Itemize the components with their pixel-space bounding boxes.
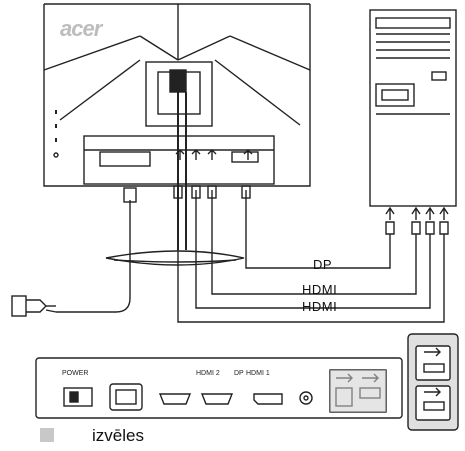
dp-port [253, 393, 283, 405]
cable-label-hdmi-2: HDMI [302, 299, 338, 314]
dp-cable [245, 190, 391, 269]
cables [173, 149, 449, 323]
port-label-hdmi-1: HDMI 1 [246, 370, 270, 377]
power-switch [63, 387, 93, 407]
power-socket [109, 383, 143, 411]
audio-port [299, 391, 313, 405]
port-label-dp: DP [234, 370, 244, 377]
cable-label-dp: DP [313, 257, 333, 272]
hdmi-cable-3 [177, 190, 445, 323]
pc-tower [369, 9, 457, 207]
legend-label: izvēles [92, 426, 144, 445]
usb-side-panel [407, 333, 459, 431]
monitor-logo: acer [60, 16, 102, 41]
port-label-hdmi-2: HDMI 2 [196, 370, 220, 377]
port-label-power: POWER [62, 370, 89, 377]
hdmi-cable-2 [195, 190, 431, 309]
power-cable [11, 187, 137, 317]
hdmi-2-port [158, 393, 192, 405]
optional-legend-swatch [40, 428, 54, 442]
cable-label-hdmi-1: HDMI [302, 282, 338, 297]
monitor-stand [105, 92, 245, 266]
hdmi-port-middle [200, 393, 234, 405]
hdmi-cable-1 [211, 190, 417, 295]
